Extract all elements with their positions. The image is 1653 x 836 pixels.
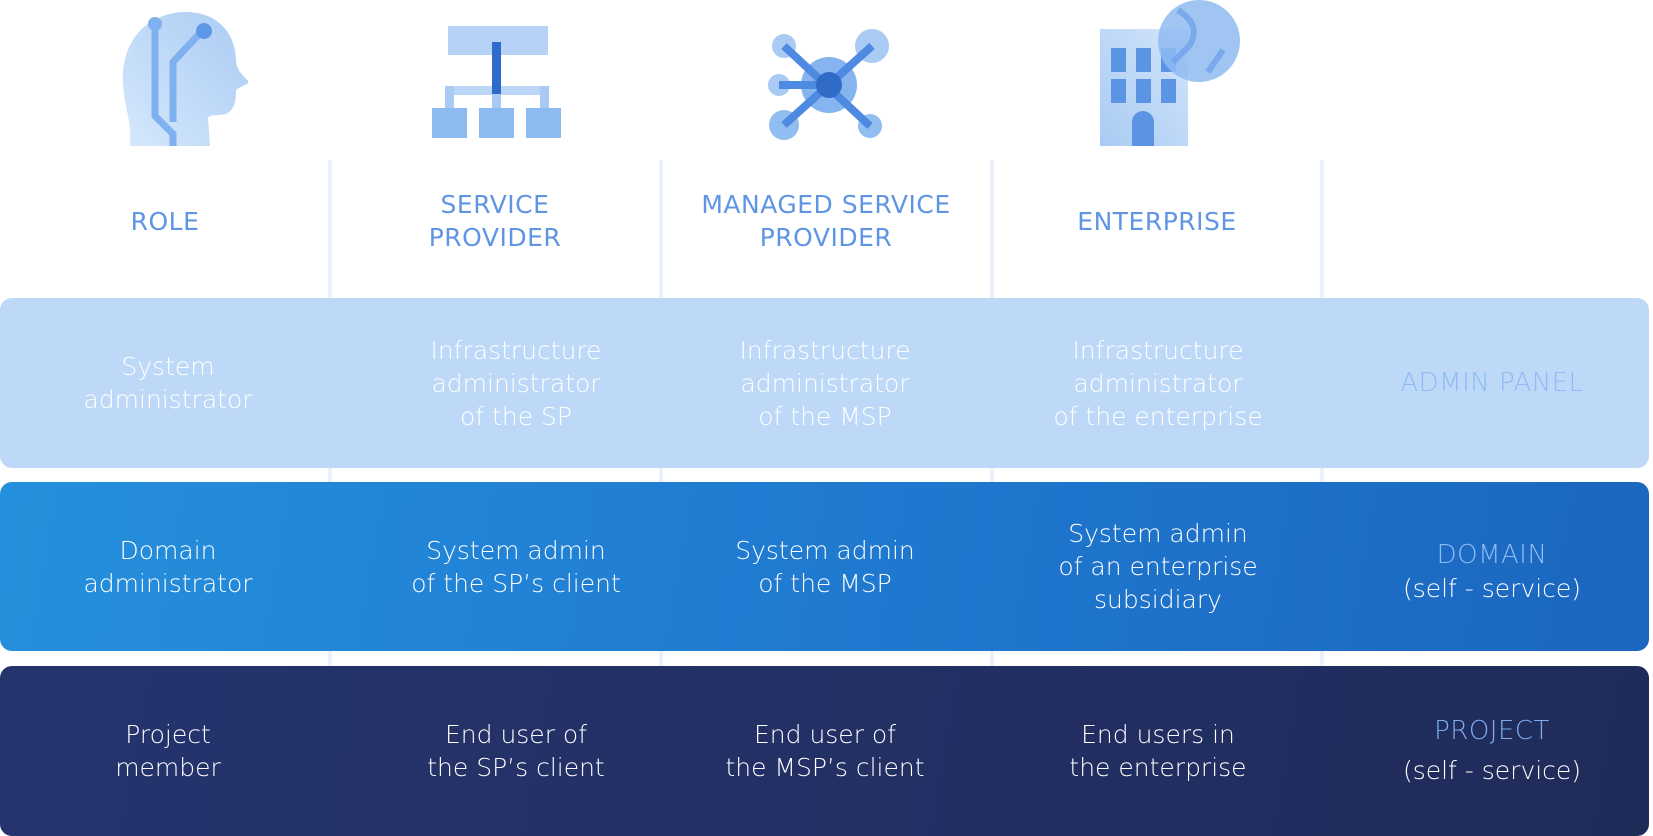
column-divider [990,160,994,800]
cell-line: Project [125,720,211,749]
cell-line: the SP’s client [427,753,605,782]
cell-line: member [115,753,221,782]
cell-line: Domain [119,535,217,565]
cell-line: System [121,352,215,381]
cell-line: Infrastructure [739,335,911,365]
header-line: ENTERPRISE [1077,206,1237,236]
head-circuit-icon [122,12,248,146]
column-divider [1320,160,1324,800]
cell-managed-service-provider: Infrastructure administrator of the MSP [660,298,990,468]
header-line: MANAGED SERVICE [701,190,951,219]
cell-line: Infrastructure [430,335,602,365]
cell-line: Infrastructure [1072,335,1244,365]
header-enterprise: ENTERPRISE [992,176,1322,266]
cell-line: of the SP’s client [411,568,621,598]
cell-line: System admin [735,535,915,565]
network-hub-icon [768,29,889,140]
cell-line: of the enterprise [1053,401,1263,431]
cell-line: of the MSP [758,568,892,598]
tier-title: ADMIN PANEL [1400,367,1584,398]
cell-line: System admin [426,535,606,565]
header-service-provider: SERVICE PROVIDER [330,176,660,266]
header-managed-service-provider: MANAGED SERVICE PROVIDER [661,176,991,266]
cell-line: administrator [740,368,910,398]
cell-role: Domain administrator [3,482,333,651]
header-line: PROVIDER [759,223,893,252]
cell-line: End user of [753,720,897,749]
tier-label-project: PROJECT (self - service) [1327,666,1653,836]
cell-enterprise: Infrastructure administrator of the ente… [993,298,1323,468]
cell-managed-service-provider: System admin of the MSP [660,482,990,651]
cell-line: End user of [444,720,588,749]
header-line: ROLE [130,206,200,236]
cell-line: administrator [1073,368,1243,398]
header-role: ROLE [0,176,330,266]
cell-role: Project member [3,666,333,836]
cell-line: of the SP [460,401,572,431]
tier-title: DOMAIN [1436,539,1548,570]
building-globe-icon [1100,0,1240,146]
row-domain: Domain administrator System admin of the… [0,482,1649,651]
tier-title: PROJECT [1434,716,1550,746]
cell-line: the enterprise [1069,753,1247,782]
tier-subtitle: (self - service) [1402,756,1582,785]
row-project: Project member End user of the SP’s clie… [0,666,1649,836]
header-line: PROVIDER [428,223,562,252]
cell-enterprise: System admin of an enterprise subsidiary [993,482,1323,651]
row-admin-panel: System administrator Infrastructure admi… [0,298,1649,468]
column-divider [659,160,663,800]
cell-line: System admin [1068,519,1248,548]
cell-line: administrator [83,568,253,598]
header-line: SERVICE [440,190,550,219]
cell-line: End users in [1081,720,1235,749]
cell-line: administrator [431,368,601,398]
cell-line: administrator [83,385,253,414]
cell-role: System administrator [3,298,333,468]
tier-subtitle: (self - service) [1402,573,1582,603]
cell-managed-service-provider: End user of the MSP’s client [660,666,990,836]
cell-line: of the MSP [758,401,892,431]
cell-service-provider: Infrastructure administrator of the SP [351,298,681,468]
cell-line: the MSP’s client [725,753,925,782]
cell-service-provider: System admin of the SP’s client [351,482,681,651]
cell-enterprise: End users in the enterprise [993,666,1323,836]
cell-service-provider: End user of the SP’s client [351,666,681,836]
tier-label-domain: DOMAIN (self - service) [1327,482,1653,651]
tier-label-admin-panel: ADMIN PANEL [1327,298,1653,468]
cell-line: of an enterprise [1058,552,1258,581]
hierarchy-icon [432,26,561,138]
column-divider [328,160,332,800]
cell-line: subsidiary [1094,585,1222,614]
